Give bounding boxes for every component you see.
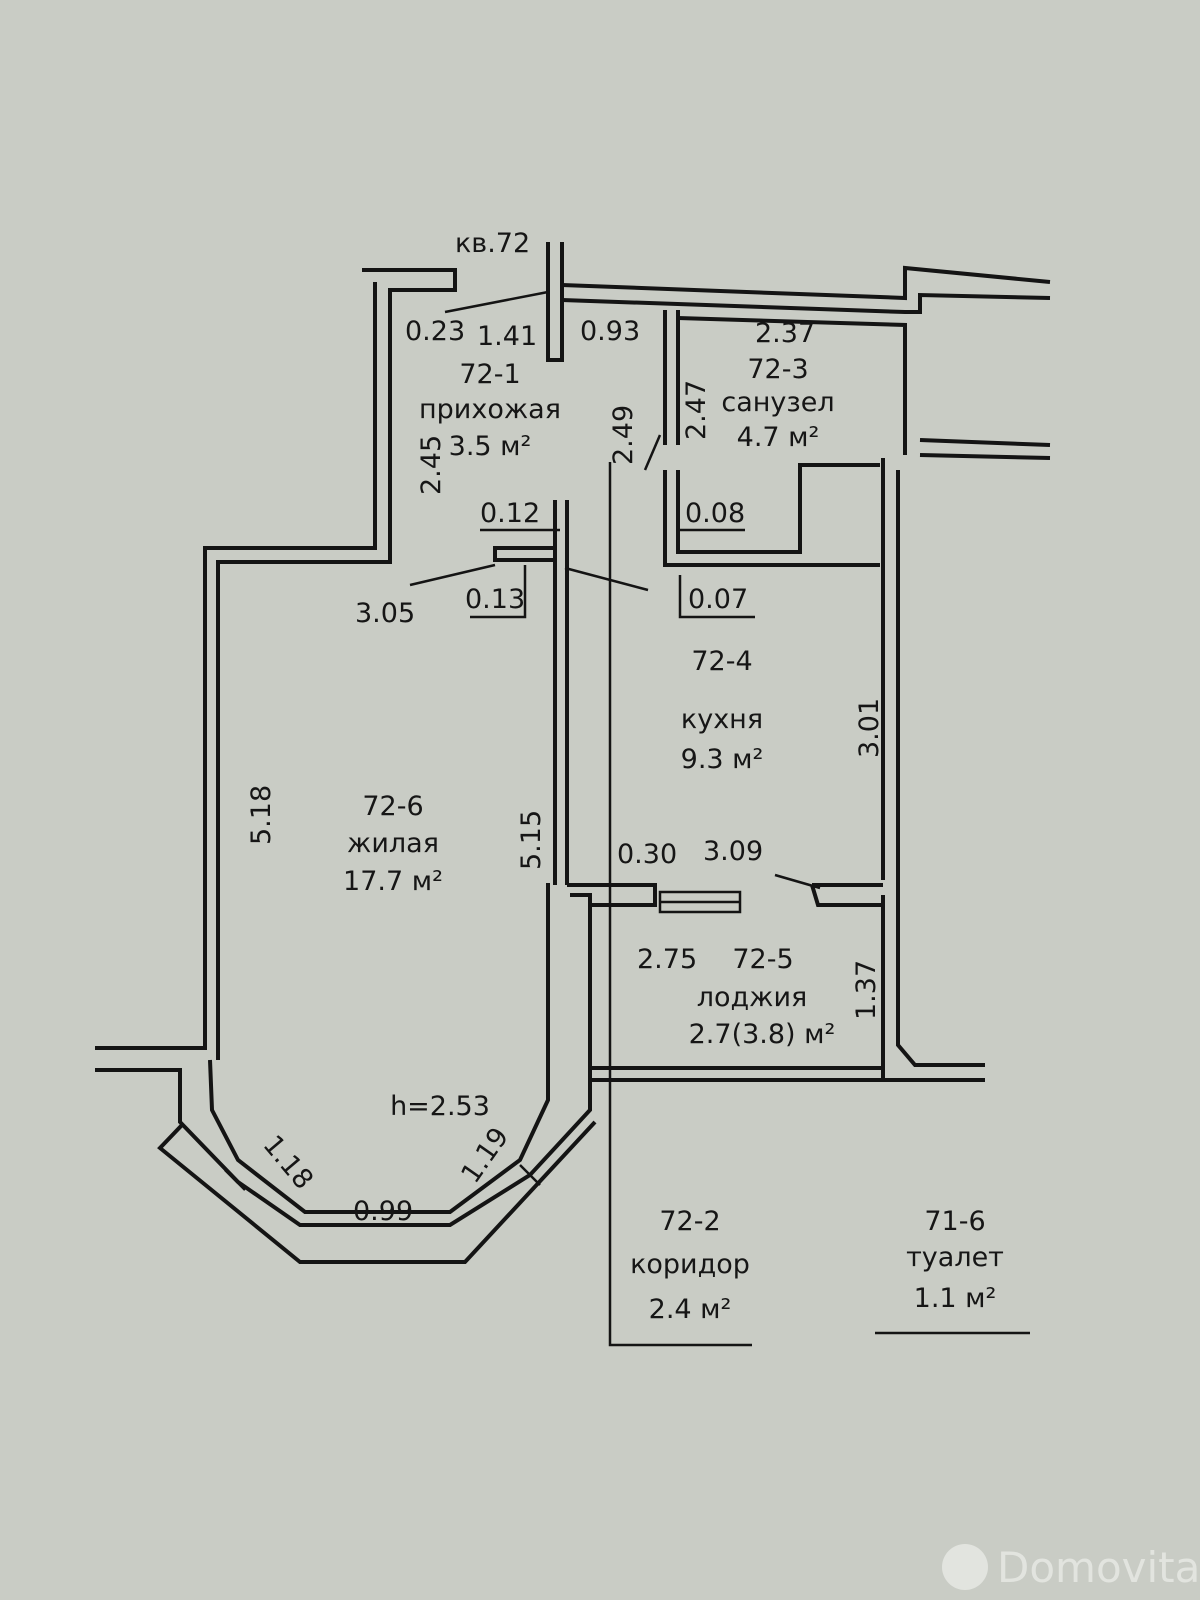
dimension: 3.09: [703, 836, 763, 867]
domovita-watermark: Domovita: [942, 1543, 1200, 1592]
ceiling-height: h=2.53: [390, 1091, 490, 1122]
room-name: жилая: [347, 828, 439, 859]
labels: кв.72 72-1 прихожая 3.5 м² 72-3 санузел …: [246, 228, 1004, 1325]
dimension: 0.13: [465, 584, 525, 615]
room-name: кухня: [681, 704, 763, 735]
dimension: 1.41: [477, 321, 537, 352]
room-id: 72-4: [691, 646, 752, 677]
dimension: 1.18: [257, 1130, 319, 1196]
dimension: 3.01: [854, 698, 885, 758]
dimension: 1.37: [851, 960, 882, 1020]
room-area: 3.5 м²: [449, 431, 532, 462]
walls: [95, 242, 1051, 1347]
room-name: лоджия: [697, 982, 808, 1013]
dimension: 0.12: [480, 498, 540, 529]
dimension: 0.07: [688, 584, 748, 615]
room-area: 4.7 м²: [737, 422, 820, 453]
room-id: 72-3: [747, 354, 808, 385]
apartment-label: кв.72: [455, 228, 530, 259]
room-id: 72-2: [659, 1206, 720, 1237]
dimension: 2.37: [755, 318, 815, 349]
room-id: 72-6: [362, 791, 423, 822]
dimension: 2.45: [416, 435, 447, 495]
room-name: туалет: [906, 1242, 1004, 1273]
dimension: 5.18: [246, 785, 277, 845]
dimension: 2.47: [681, 380, 712, 440]
room-area: 2.4 м²: [649, 1294, 732, 1325]
room-area: 2.7(3.8) м²: [689, 1019, 836, 1050]
room-name: прихожая: [419, 394, 561, 425]
room-name: коридор: [630, 1249, 750, 1280]
room-id: 72-5: [732, 944, 793, 975]
dimension: 3.05: [355, 598, 415, 629]
watermark-text: Domovita: [997, 1543, 1200, 1592]
dimension: 0.93: [580, 316, 640, 347]
dimension: 2.75: [637, 944, 697, 975]
dimension: 5.15: [516, 810, 547, 870]
dimension: 2.49: [608, 405, 639, 465]
room-area: 17.7 м²: [343, 866, 443, 897]
room-name: санузел: [721, 387, 834, 418]
room-id: 71-6: [924, 1206, 985, 1237]
dimension: 0.23: [405, 316, 465, 347]
room-id: 72-1: [459, 359, 520, 390]
room-area: 9.3 м²: [681, 744, 764, 775]
watermark-logo-icon: [942, 1544, 988, 1590]
dimension: 0.30: [617, 839, 677, 870]
dimension: 0.08: [685, 498, 745, 529]
dimension: 1.19: [455, 1122, 515, 1189]
room-area: 1.1 м²: [914, 1283, 997, 1314]
dimension: 0.99: [353, 1196, 413, 1227]
